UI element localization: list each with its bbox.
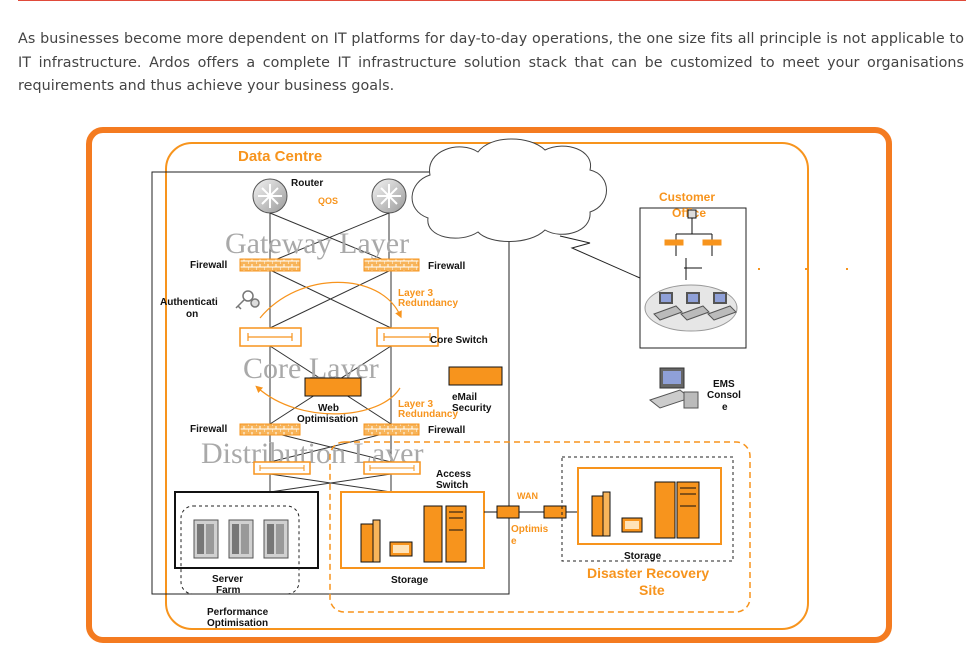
server-farm-box (174, 491, 319, 569)
workstation-icon (707, 292, 737, 321)
wan-label: WAN (517, 491, 538, 501)
web-optimisation-label: Web (318, 403, 339, 414)
access-switch-icon (253, 461, 311, 475)
core-switch-label: Core Switch (430, 335, 488, 346)
decor-dots (758, 268, 848, 270)
storage-box (340, 491, 485, 569)
storage-label: Storage (391, 575, 429, 586)
authentication-label: Authenticati (160, 297, 218, 308)
access-switch-icon (363, 461, 421, 475)
layer3-label: Layer 3 (398, 288, 433, 299)
access-switch-label: Access (436, 469, 471, 480)
ems-console-label: Consol (707, 390, 741, 401)
performance-optimisation-label: Performance (207, 607, 269, 618)
email-security-label: Security (452, 403, 492, 414)
layer3-label: Layer 3 (398, 399, 433, 410)
server-icon (193, 519, 219, 559)
data-centre-title: Data Centre (238, 148, 322, 165)
storage-icon (360, 505, 467, 563)
qos-label: QOS (318, 196, 338, 206)
layer3-label: Redundancy (398, 409, 458, 420)
dr-storage-label: Storage (624, 551, 662, 562)
wan-optimiser-icon (496, 505, 520, 519)
wan-label: Optimis (511, 524, 549, 535)
firewall-label: Firewall (190, 424, 227, 435)
wan-optimiser-icon (543, 505, 567, 519)
firewall-icon (239, 258, 301, 272)
router-label: Router (291, 178, 323, 189)
redundancy-arc (259, 281, 402, 319)
office-network-icon (664, 209, 722, 280)
wan-label: e (511, 536, 517, 547)
firewall-label: Firewall (428, 261, 465, 272)
connection-lines (269, 212, 392, 493)
internet-cloud (411, 138, 607, 242)
access-switch-label: Switch (436, 480, 468, 491)
email-security-box (448, 366, 503, 386)
router-icon (371, 178, 407, 214)
dr-dashed-area (561, 456, 734, 562)
dr-storage-icon (591, 481, 700, 539)
firewall-icon (239, 423, 301, 436)
email-security-label: eMail (452, 392, 477, 403)
workstation-icon (680, 292, 710, 321)
server-farm-label: Server (212, 574, 243, 585)
core-switch-icon (239, 327, 302, 347)
firewall-icon (363, 423, 420, 436)
dr-storage-box (577, 467, 722, 545)
server-farm-label: Farm (216, 585, 241, 596)
redundancy-arc (255, 385, 401, 415)
server-icon (263, 519, 289, 559)
core-switch-icon (376, 327, 439, 347)
authentication-label: on (186, 309, 198, 320)
server-icon (228, 519, 254, 559)
performance-optimisation-box (180, 505, 300, 595)
key-icon (235, 290, 260, 310)
firewall-icon (363, 258, 420, 272)
workstation-icon (653, 292, 683, 321)
top-divider (18, 0, 966, 1)
intro-paragraph: As businesses become more dependent on I… (18, 31, 964, 94)
outer-frame (86, 127, 892, 643)
performance-optimisation-label: Optimisation (207, 618, 268, 629)
ems-console-label: EMS (713, 379, 735, 390)
customer-office-label: Customer (659, 190, 715, 204)
storage-dashed-area (329, 441, 751, 613)
data-centre-border (165, 142, 809, 630)
web-optimisation-label: Optimisation (297, 414, 358, 425)
cloud-link (559, 235, 641, 279)
layer3-label: Redundancy (398, 298, 458, 309)
firewall-label: Firewall (428, 425, 465, 436)
gateway-layer-label: Gateway Layer (225, 227, 409, 260)
ems-console-icon (648, 367, 699, 409)
firewall-label: Firewall (190, 260, 227, 271)
dr-site-label: Site (639, 582, 665, 598)
web-optimisation-box (304, 377, 362, 397)
ems-console-label: e (722, 402, 728, 413)
dr-site-label: Disaster Recovery (587, 565, 709, 581)
router-icon (252, 178, 288, 214)
